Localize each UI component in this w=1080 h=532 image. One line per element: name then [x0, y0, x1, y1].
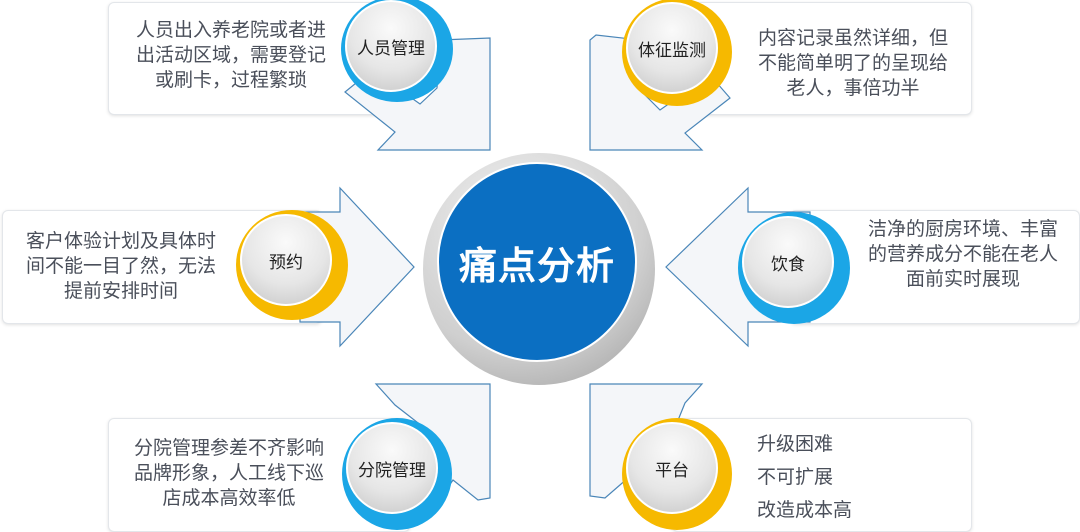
- center-title-text: 痛点分析: [458, 243, 615, 288]
- node-label-branch: 分院管理: [358, 460, 426, 481]
- node-label-appointment: 预约: [269, 252, 303, 273]
- center-title: 痛点分析: [437, 162, 637, 362]
- node-personnel: 人员管理: [341, 0, 453, 102]
- node-platform: 平台: [622, 418, 732, 530]
- description-personnel: 人员出入养老院或者进 出活动区域，需要登记 或刷卡，过程繁琐: [135, 19, 326, 91]
- description-platform: 升级困难 不可扩展 改造成本高: [757, 433, 853, 521]
- node-diet: 饮食: [738, 212, 850, 324]
- node-label-vitals: 体征监测: [638, 40, 706, 61]
- description-appointment: 客户体验计划及具体时 间不能一目了然，无法 提前安排时间: [25, 230, 216, 302]
- node-appointment: 预约: [236, 210, 348, 320]
- description-diet: 洁净的厨房环境、丰富 的营养成分不能在老人 面前实时展现: [867, 218, 1058, 290]
- node-label-platform: 平台: [655, 460, 689, 481]
- node-vitals: 体征监测: [622, 0, 732, 106]
- description-box-platform: [672, 418, 972, 532]
- node-branch: 分院管理: [342, 418, 452, 530]
- description-vitals: 内容记录虽然详细，但 不能简单明了的呈现给 老人，事倍功半: [757, 27, 948, 99]
- node-label-personnel: 人员管理: [357, 38, 425, 59]
- description-branch: 分院管理参差不齐影响 品牌形象，人工线下巡 店成本高效率低: [133, 437, 324, 509]
- node-label-diet: 饮食: [771, 254, 805, 275]
